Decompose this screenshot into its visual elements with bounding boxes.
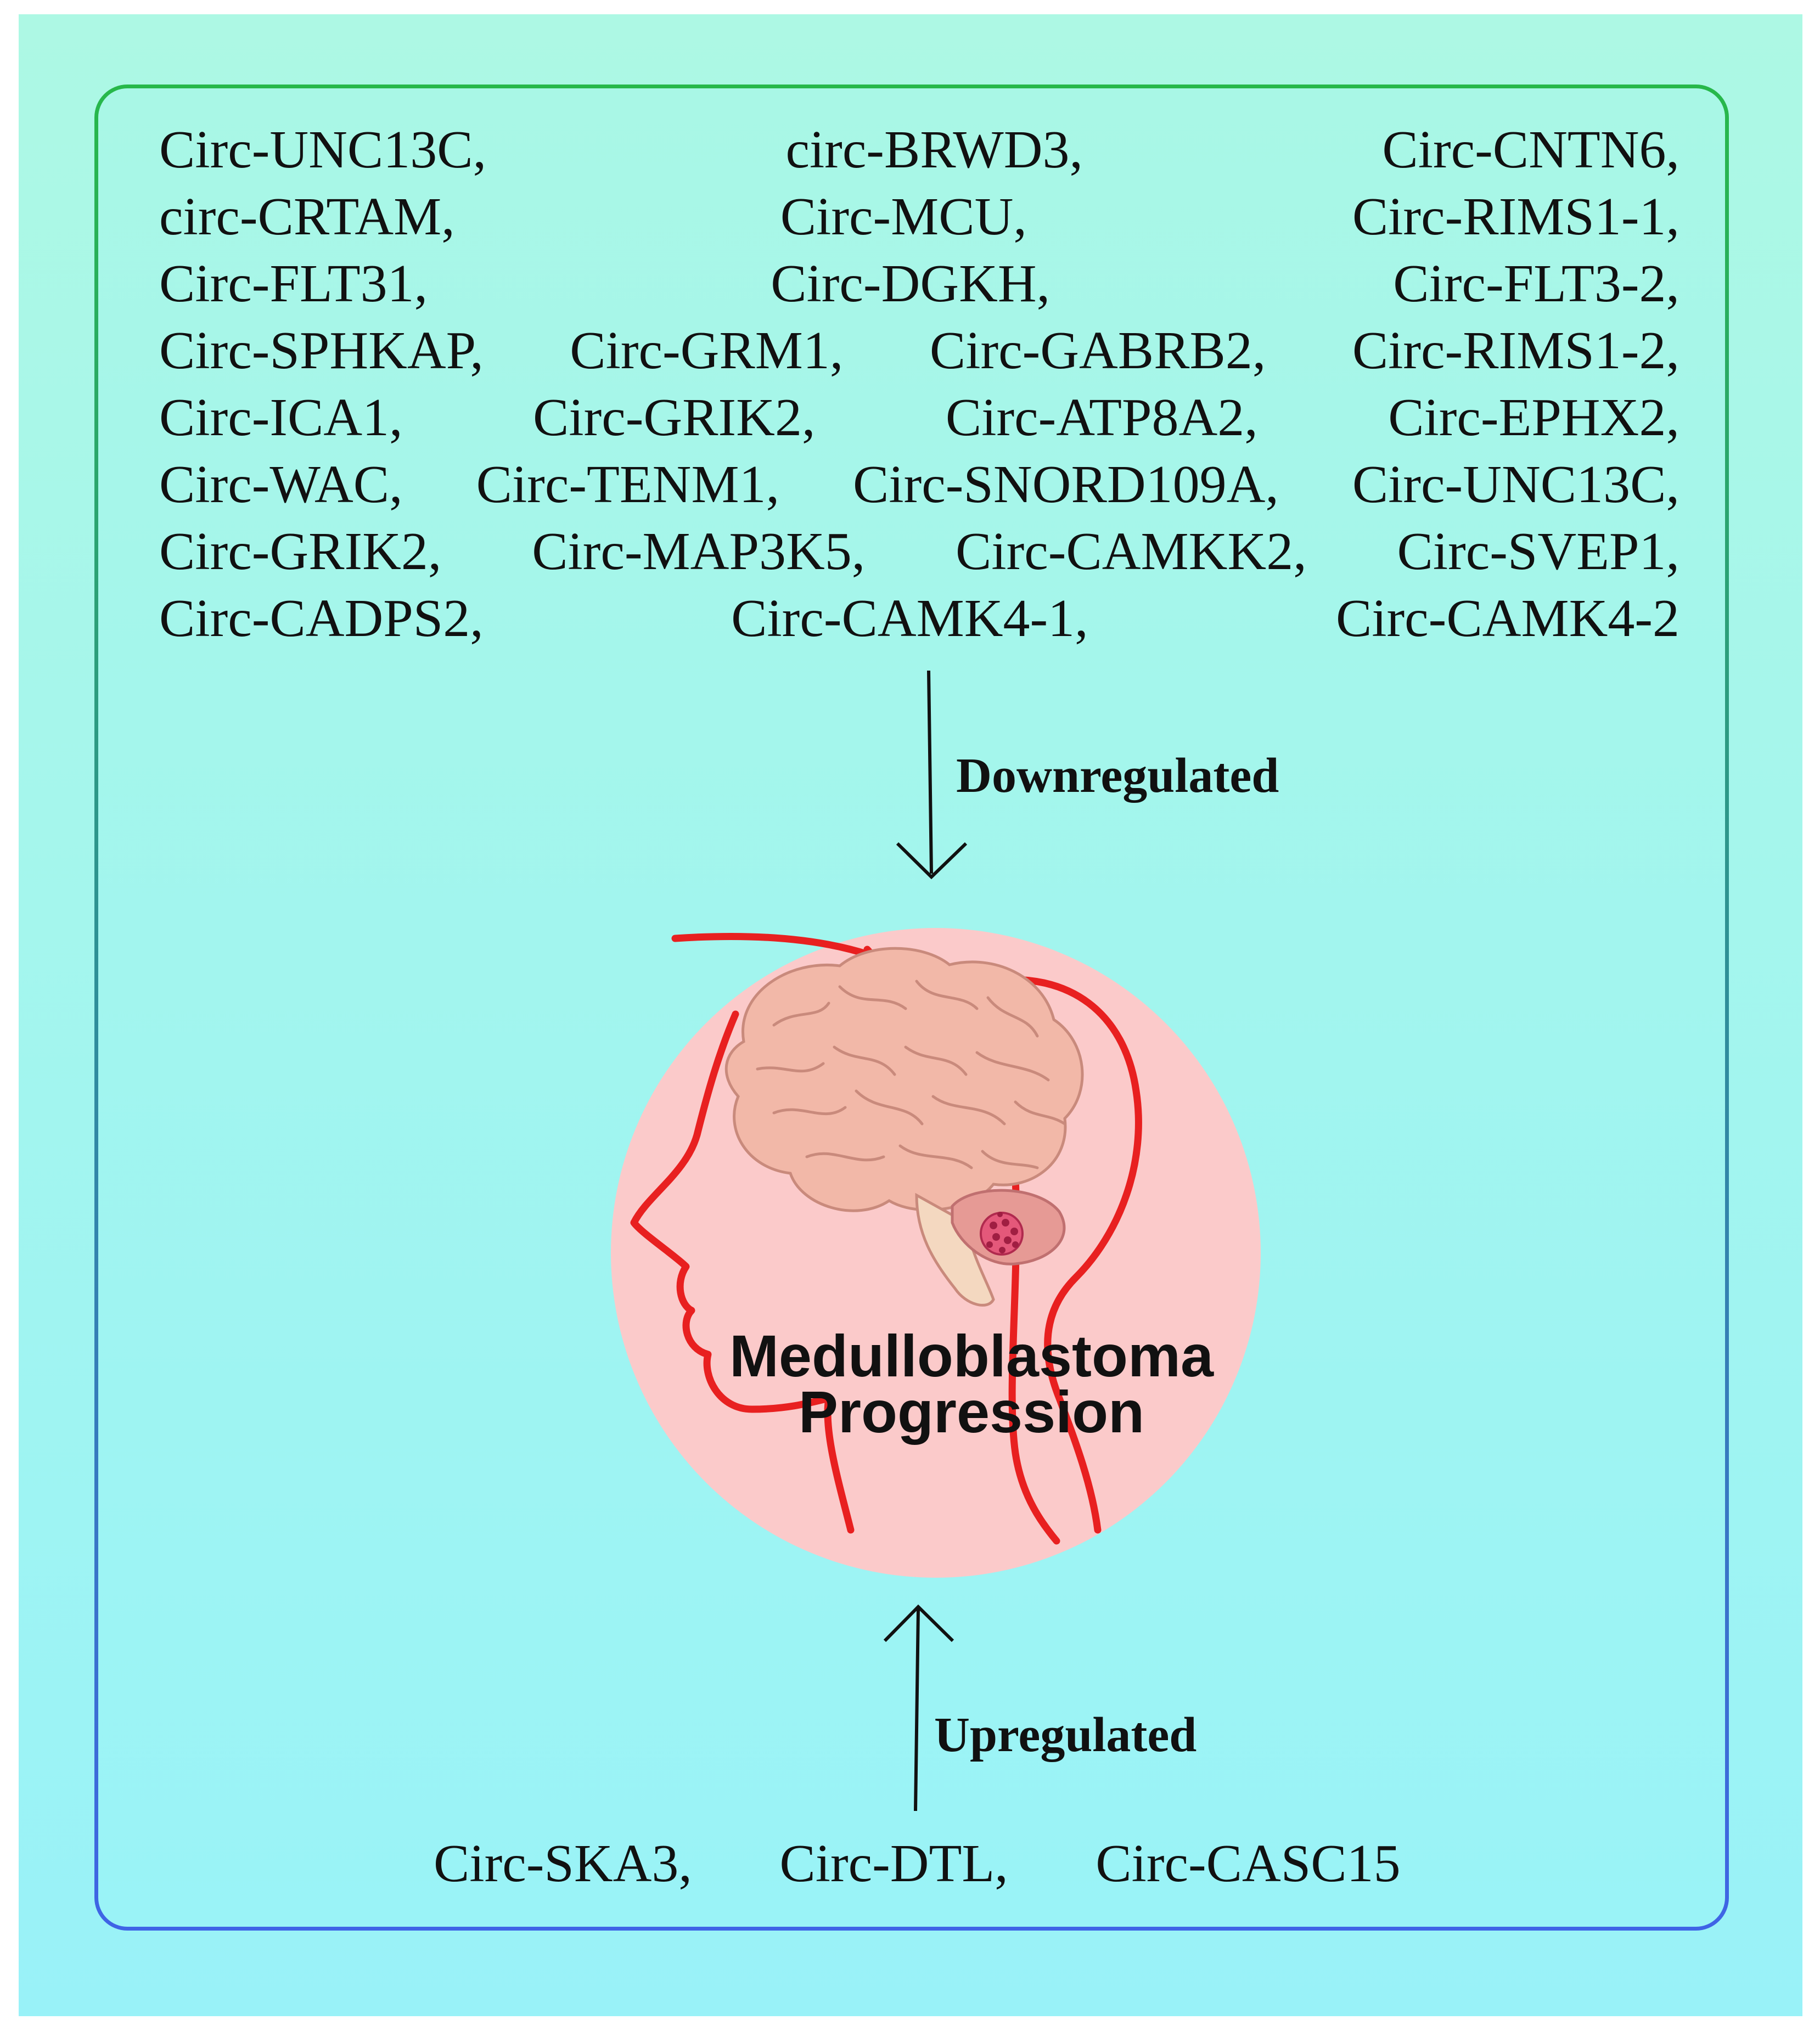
upregulated-circrna-list: Circ-SKA3, Circ-DTL, Circ-CASC15: [434, 1833, 1401, 1894]
downregulated-row: Circ-WAC, Circ-TENM1, Circ-SNORD109A, Circ-…: [159, 454, 1679, 515]
downregulated-item: Circ-FLT3-2,: [1393, 254, 1679, 313]
downregulated-item: Circ-CAMK4-1,: [731, 589, 1088, 648]
downregulated-item: Circ-SPHKAP,: [159, 321, 484, 380]
downregulated-item: Circ-CAMKK2,: [956, 522, 1307, 581]
center-title-line1: Medulloblastoma: [729, 1323, 1214, 1389]
center-title-line2: Progression: [798, 1379, 1145, 1445]
downregulated-row: Circ-SPHKAP, Circ-GRM1, Circ-GABRB2, Circ-R…: [159, 320, 1679, 381]
downregulated-item: Circ-UNC13C,: [159, 120, 487, 179]
downregulated-item: circ-CRTAM,: [159, 187, 455, 246]
downregulated-item: Circ-MCU,: [780, 187, 1027, 246]
downregulated-item: Circ-UNC13C,: [1352, 455, 1679, 514]
downregulated-item: Circ-CAMK4-2: [1335, 589, 1679, 648]
upregulated-item: Circ-DTL,: [779, 1834, 1008, 1893]
tumor-icon: [980, 1212, 1024, 1256]
downregulated-item: Circ-GRIK2,: [533, 388, 816, 447]
downregulated-item: Circ-CADPS2,: [159, 589, 484, 648]
downregulated-item: Circ-SNORD109A,: [853, 455, 1279, 514]
downregulated-row: Circ-ICA1, Circ-GRIK2, Circ-ATP8A2, Circ-EP…: [159, 387, 1679, 448]
downregulated-item: Circ-RIMS1-1,: [1352, 187, 1679, 246]
downregulated-item: Circ-TENM1,: [476, 455, 780, 514]
downregulated-row: Circ-GRIK2, Circ-MAP3K5, Circ-CAMKK2, Circ-…: [159, 521, 1679, 582]
downregulated-item: circ-BRWD3,: [785, 120, 1083, 179]
downregulated-item: Circ-GABRB2,: [929, 321, 1266, 380]
downregulated-item: Circ-GRIK2,: [159, 522, 442, 581]
downregulated-row: Circ-CADPS2, Circ-CAMK4-1, Circ-CAMK4-2: [159, 588, 1679, 649]
upregulated-item: Circ-SKA3,: [434, 1834, 692, 1893]
upregulated-label: Upregulated: [934, 1708, 1197, 1762]
downregulated-row: Circ-FLT31, Circ-DGKH, Circ-FLT3-2,: [159, 254, 1679, 314]
downregulated-item: Circ-EPHX2,: [1388, 388, 1679, 447]
downregulated-row: Circ-UNC13C, circ-BRWD3, Circ-CNTN6,: [159, 120, 1679, 180]
center-title: Medulloblastoma Progression: [587, 1323, 1356, 1445]
downregulated-item: Circ-GRM1,: [570, 321, 844, 380]
downregulated-label: Downregulated: [956, 749, 1279, 803]
downregulated-item: Circ-MAP3K5,: [532, 522, 866, 581]
downregulated-item: Circ-SVEP1,: [1397, 522, 1679, 581]
downregulated-item: Circ-ICA1,: [159, 388, 403, 447]
downregulated-item: Circ-CNTN6,: [1382, 120, 1679, 179]
downregulated-item: Circ-FLT31,: [159, 254, 428, 313]
downregulated-item: Circ-ATP8A2,: [945, 388, 1258, 447]
medulloblastoma-illustration: [611, 928, 1261, 1578]
downregulated-row: circ-CRTAM, Circ-MCU, Circ-RIMS1-1,: [159, 187, 1679, 247]
upregulated-item: Circ-CASC15: [1096, 1834, 1401, 1893]
downregulated-item: Circ-RIMS1-2,: [1352, 321, 1679, 380]
downregulated-item: Circ-WAC,: [159, 455, 403, 514]
downregulated-item: Circ-DGKH,: [771, 254, 1051, 313]
